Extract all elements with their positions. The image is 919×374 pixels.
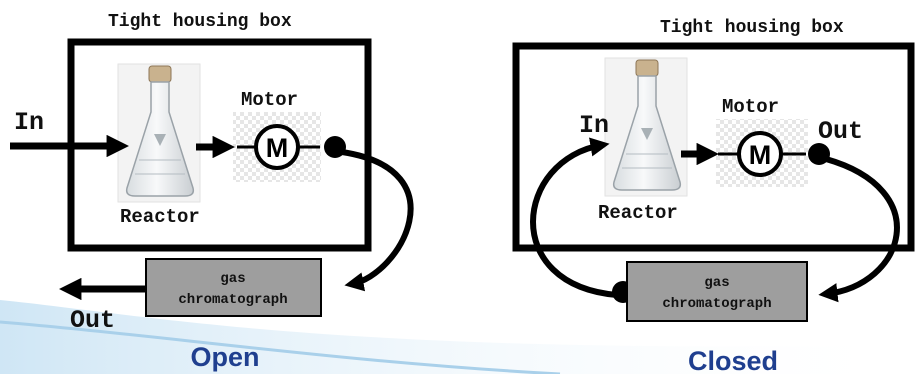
open-reactor-flask-icon bbox=[117, 63, 201, 203]
closed-motor-icon: M bbox=[716, 119, 808, 187]
closed-motor-symbol: M bbox=[749, 140, 772, 170]
closed-gc-line2: chromatograph bbox=[662, 296, 771, 312]
open-out-label: Out bbox=[70, 306, 115, 335]
closed-motor-outlet-dot bbox=[808, 143, 830, 165]
closed-box-title: Tight housing box bbox=[660, 18, 844, 38]
closed-reactor-flask-icon bbox=[604, 57, 688, 197]
open-gc-line2: chromatograph bbox=[178, 292, 287, 308]
open-caption: Open bbox=[190, 342, 259, 372]
open-motor-symbol: M bbox=[266, 133, 289, 163]
closed-in-label: In bbox=[579, 111, 609, 140]
closed-reactor-label: Reactor bbox=[598, 202, 678, 224]
closed-motor-label: Motor bbox=[722, 96, 779, 118]
open-diagram: Tight housing box Reactor Motor M In gas… bbox=[10, 12, 414, 372]
closed-motor-to-gc-arrow bbox=[818, 156, 900, 303]
closed-diagram: Tight housing box Reactor Motor M In Out bbox=[512, 18, 915, 374]
background-wave-line bbox=[0, 320, 561, 374]
open-gas-chromatograph: gas chromatograph bbox=[145, 258, 322, 317]
closed-gas-chromatograph: gas chromatograph bbox=[626, 261, 808, 322]
closed-housing-box bbox=[512, 42, 915, 252]
open-motor-label: Motor bbox=[241, 89, 298, 111]
open-reactor-label: Reactor bbox=[120, 206, 200, 228]
background-wave bbox=[0, 300, 919, 374]
closed-gc-line1: gas bbox=[704, 275, 729, 291]
closed-caption: Closed bbox=[688, 346, 778, 374]
open-gc-line1: gas bbox=[220, 271, 245, 287]
closed-gc-to-reactor-arrow bbox=[530, 137, 618, 298]
closed-out-label: Out bbox=[818, 117, 863, 146]
open-motor-to-gc-arrow bbox=[341, 149, 414, 292]
open-in-label: In bbox=[14, 108, 44, 137]
open-box-title: Tight housing box bbox=[108, 12, 292, 32]
open-motor-icon: M bbox=[233, 112, 321, 182]
open-motor-outlet-dot bbox=[324, 136, 346, 158]
